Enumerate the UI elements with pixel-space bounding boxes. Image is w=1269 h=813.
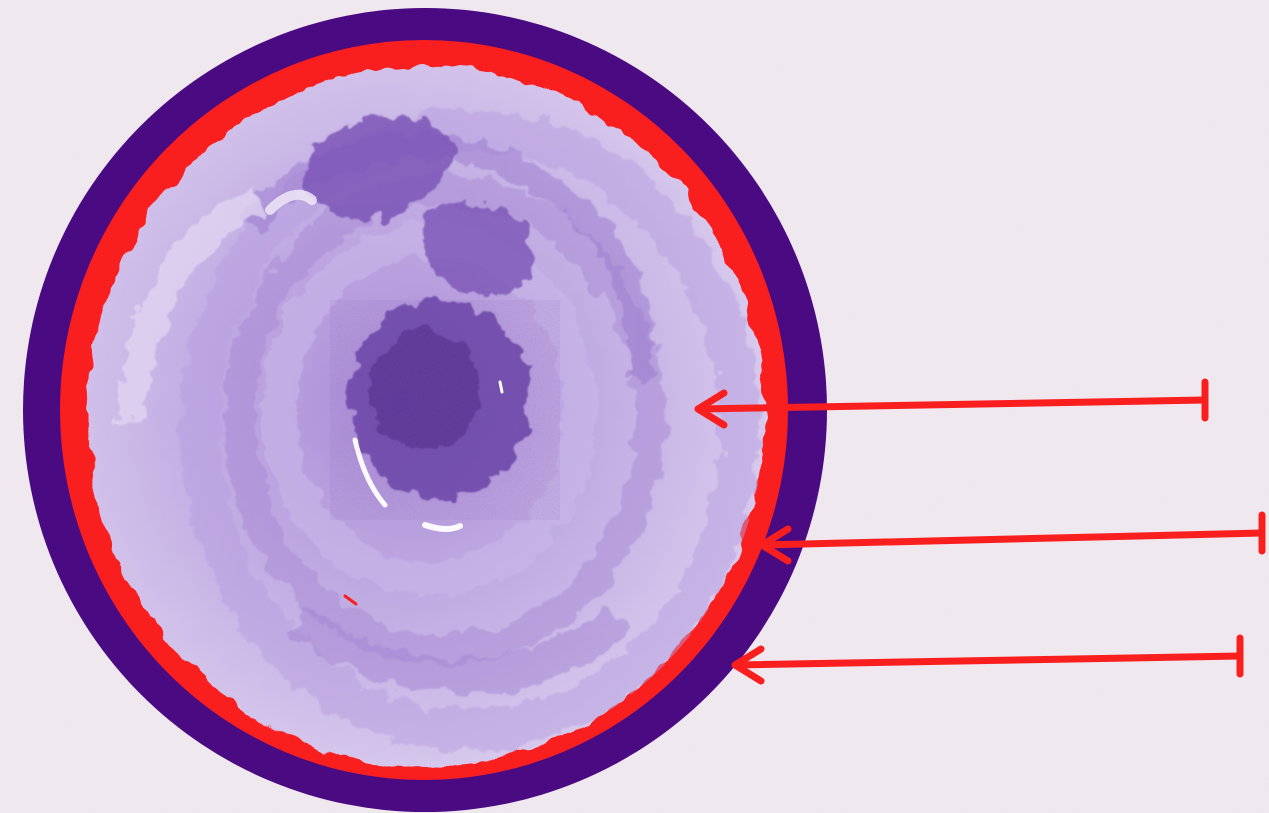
inner-core bbox=[88, 66, 764, 766]
